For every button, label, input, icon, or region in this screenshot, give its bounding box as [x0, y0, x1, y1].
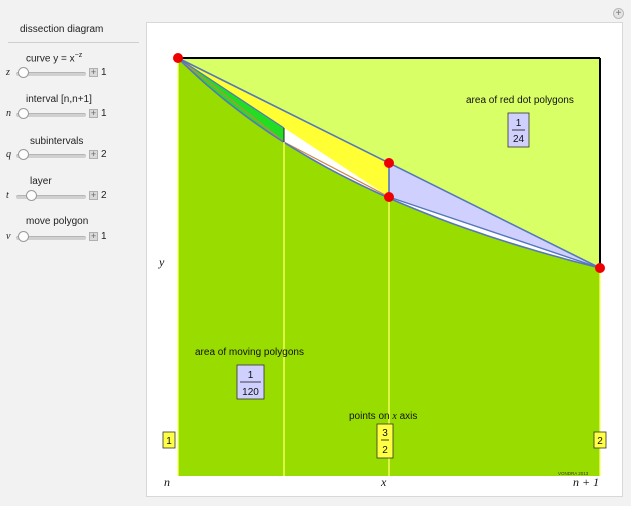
- slider-value: 1: [101, 67, 107, 78]
- slider-thumb[interactable]: [18, 108, 29, 119]
- slider-var: q: [6, 149, 11, 160]
- slider-row-z: z +1: [0, 66, 146, 80]
- red-area-num: 1: [516, 118, 522, 129]
- x-label-n-plus-1: n + 1: [573, 475, 599, 489]
- points-label: points on x axis: [349, 411, 417, 422]
- slider-value: 1: [101, 108, 107, 119]
- red-area-label: area of red dot polygons: [466, 95, 574, 106]
- slider-track[interactable]: [16, 195, 86, 199]
- point-mid-num: 3: [382, 428, 388, 439]
- polygon-edge: [177, 57, 285, 129]
- red-dot[interactable]: [595, 263, 605, 273]
- plus-icon[interactable]: +: [89, 108, 98, 118]
- slider-thumb[interactable]: [18, 149, 29, 160]
- expand-plus-icon[interactable]: +: [613, 8, 624, 19]
- plus-icon[interactable]: +: [89, 67, 98, 77]
- point-mid-box: [376, 423, 394, 459]
- control-panel: dissection diagram curve y = x−z z +1 inter…: [0, 0, 146, 506]
- y-axis-label: y: [158, 255, 165, 269]
- moving-area-den: 120: [242, 387, 259, 398]
- slider-var: v: [6, 231, 11, 242]
- slider-row-v: v +1: [0, 230, 146, 244]
- control-label-n: interval [n,n+1]: [26, 94, 92, 105]
- point-right-box: [593, 431, 607, 449]
- slider-var: z: [6, 67, 10, 78]
- point-left-value: 1: [166, 436, 172, 447]
- plus-icon[interactable]: +: [89, 190, 98, 200]
- polygon-edge: [388, 196, 601, 269]
- slider-value: 2: [101, 190, 107, 201]
- slider-var: t: [6, 190, 9, 201]
- point-right-value: 2: [597, 436, 603, 447]
- slider-value: 2: [101, 149, 107, 160]
- x-label-x: x: [380, 475, 387, 489]
- slider-row-q: q +2: [0, 148, 146, 162]
- panel-separator: [8, 42, 139, 43]
- control-label-t: layer: [30, 176, 52, 187]
- moving-area-num: 1: [248, 370, 254, 381]
- red-dot[interactable]: [384, 158, 394, 168]
- slider-track[interactable]: [16, 72, 86, 76]
- plus-icon[interactable]: +: [89, 149, 98, 159]
- slider-value: 1: [101, 231, 107, 242]
- plot-frame: y n x n + 1 area of red dot polygons 1 2…: [146, 22, 623, 497]
- plus-icon[interactable]: +: [89, 231, 98, 241]
- slider-thumb[interactable]: [25, 190, 37, 201]
- credit-text: VONDRA 2013: [558, 471, 589, 476]
- red-dot[interactable]: [384, 192, 394, 202]
- slider-track[interactable]: [16, 154, 86, 158]
- x-label-n: n: [164, 475, 170, 489]
- control-label-z: curve y = x−z: [26, 52, 83, 65]
- slider-var: n: [6, 108, 11, 119]
- point-left-box: [162, 431, 176, 449]
- dissection-plot: y n x n + 1 area of red dot polygons 1 2…: [158, 53, 607, 489]
- control-label-v: move polygon: [26, 216, 89, 227]
- red-dot[interactable]: [173, 53, 183, 63]
- moving-area-label: area of moving polygons: [195, 347, 304, 358]
- slider-thumb[interactable]: [18, 231, 29, 242]
- red-area-den: 24: [513, 134, 525, 145]
- control-label-q: subintervals: [30, 136, 84, 147]
- slider-track[interactable]: [16, 236, 86, 240]
- slider-row-t: t +2: [0, 189, 146, 203]
- slider-track[interactable]: [16, 113, 86, 117]
- slider-row-n: n +1: [0, 107, 146, 121]
- slider-thumb[interactable]: [18, 67, 29, 78]
- point-mid-den: 2: [382, 445, 388, 456]
- panel-title: dissection diagram: [20, 24, 104, 35]
